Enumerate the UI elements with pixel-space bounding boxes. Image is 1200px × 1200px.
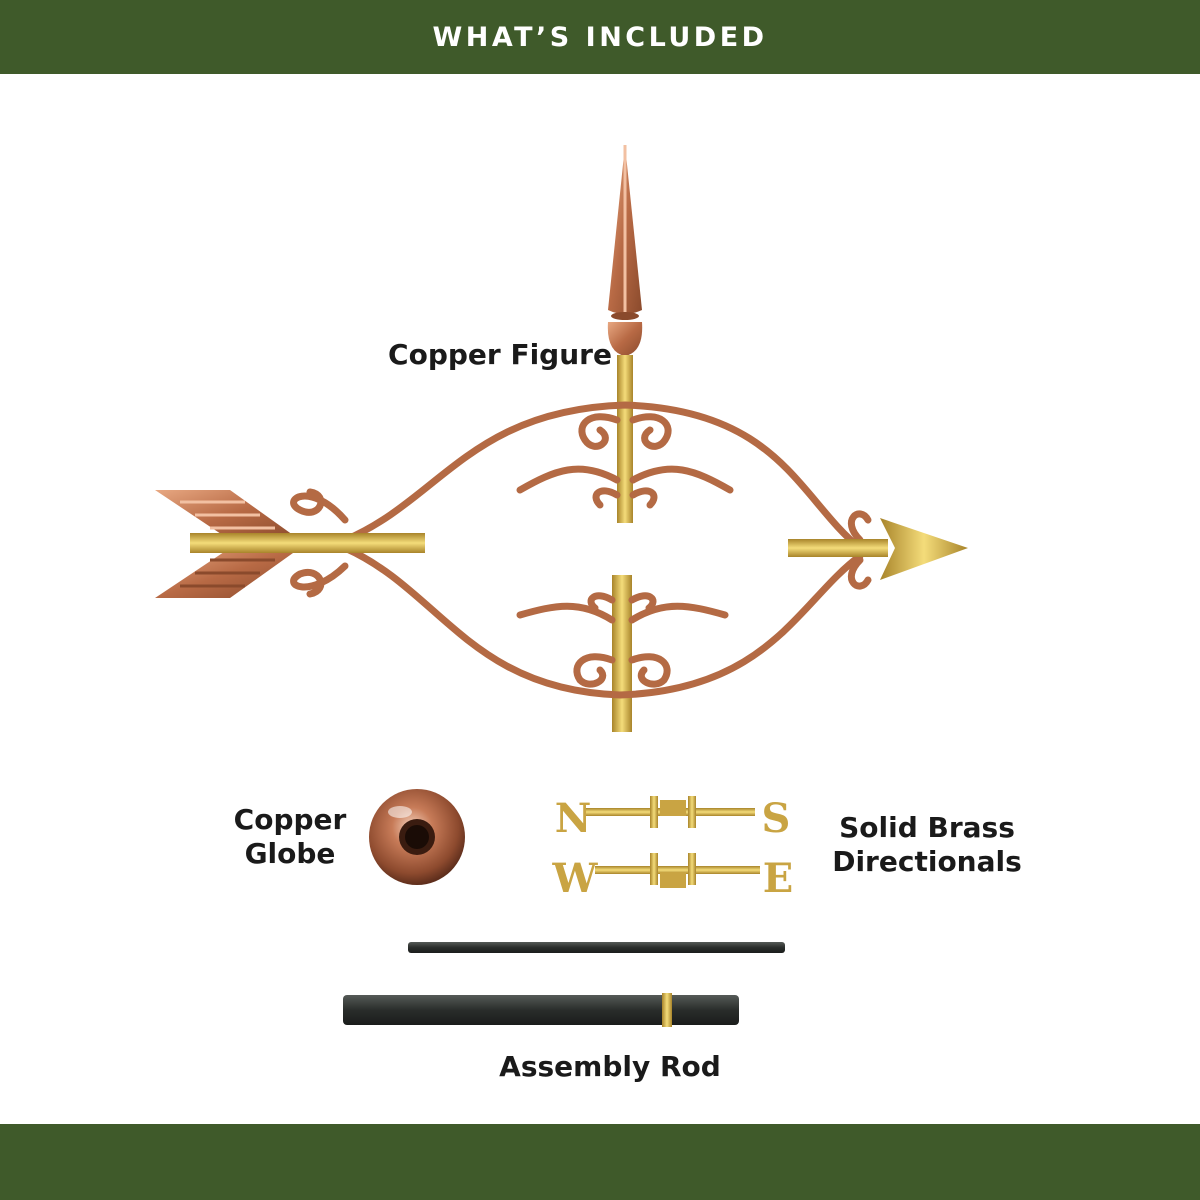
header-title: WHAT’S INCLUDED (432, 21, 768, 53)
letter-s: S (762, 795, 791, 842)
letter-e: E (763, 855, 794, 902)
label-copper-globe: Copper Globe (225, 803, 355, 871)
rod-coupler (662, 993, 672, 1027)
label-brass-line2: Directionals (832, 845, 1022, 878)
label-copper-globe-line2: Globe (244, 837, 336, 870)
arrow-head (880, 518, 968, 580)
header-band: WHAT’S INCLUDED (0, 0, 1200, 74)
short-rod (408, 942, 785, 953)
copper-figure (155, 145, 968, 732)
label-assembly-rod: Assembly Rod (499, 1050, 721, 1083)
left-brass-shaft (190, 533, 425, 553)
diamond-frame (290, 401, 872, 699)
label-brass-directionals: Solid Brass Directionals (822, 811, 1032, 879)
footer-band (0, 1124, 1200, 1200)
letter-w: W (552, 855, 599, 902)
long-rod (343, 995, 739, 1025)
brass-directionals: N S W E (552, 795, 794, 902)
right-brass-shaft (788, 539, 888, 557)
arrow-feathers (155, 490, 300, 598)
ns-bar (585, 796, 755, 828)
we-bar (595, 853, 760, 888)
copper-globe (369, 789, 465, 885)
letter-n: N (555, 795, 592, 842)
label-copper-globe-line1: Copper (233, 803, 347, 836)
label-brass-line1: Solid Brass (839, 811, 1015, 844)
assembly-rods (343, 942, 785, 1027)
label-copper-figure: Copper Figure (388, 338, 612, 371)
finial-spike (607, 145, 643, 356)
upper-brass-post (617, 355, 633, 523)
